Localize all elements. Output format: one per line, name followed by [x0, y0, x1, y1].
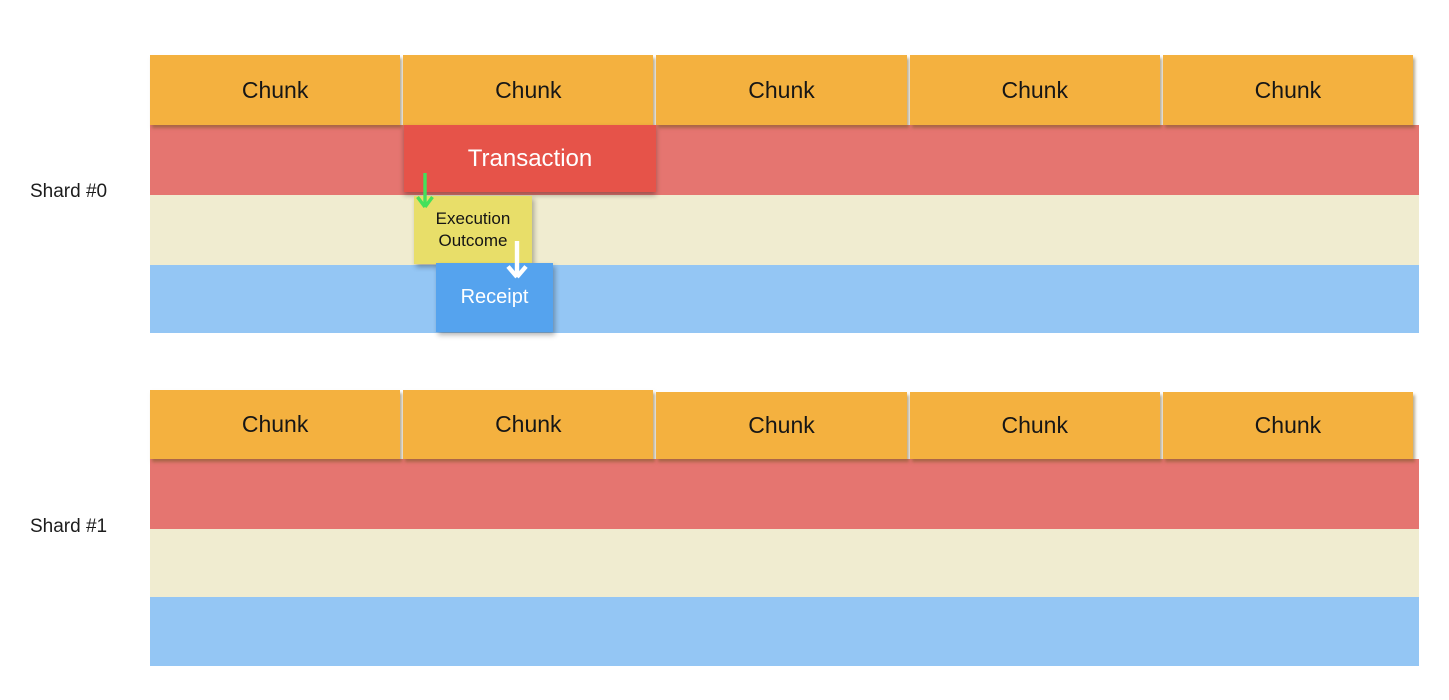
chunk-label: Chunk — [495, 76, 562, 103]
chunk-box: Chunk — [150, 55, 401, 125]
chunk-box: Chunk — [403, 390, 654, 459]
shard-1-label: Shard #1 — [30, 516, 108, 537]
execution-outcome-label-line1: Execution — [435, 209, 511, 228]
transaction-label: Transaction — [467, 144, 593, 172]
receipt-label: Receipt — [460, 286, 529, 308]
chunk-box: Chunk — [1162, 55, 1414, 125]
chunk-box: Chunk — [656, 392, 907, 459]
shard-0-label: Shard #0 — [30, 181, 108, 202]
chunk-box: Chunk — [656, 55, 907, 125]
chunk-box: Chunk — [1162, 392, 1414, 459]
shard-0-outcome-band — [150, 195, 1419, 265]
chunk-label: Chunk — [748, 412, 815, 438]
transaction-box: Transaction — [404, 125, 656, 192]
chunk-label: Chunk — [1254, 76, 1322, 103]
outcome-to-receipt-arrow-icon — [506, 241, 528, 279]
shard-1-chunk-row: Chunk Chunk Chunk Chunk Chunk — [150, 390, 1414, 459]
chunk-label: Chunk — [1001, 76, 1068, 103]
execution-outcome-box: Execution Outcome — [414, 196, 532, 264]
chunk-label: Chunk — [1254, 412, 1322, 438]
shard-0-receipt-band — [150, 265, 1419, 333]
chunk-box: Chunk — [909, 55, 1160, 125]
shard-0-transaction-band — [150, 125, 1419, 195]
chunk-label: Chunk — [241, 76, 309, 103]
receipt-box: Receipt — [436, 263, 553, 332]
shard-1-outcome-band — [150, 529, 1419, 597]
chunk-label: Chunk — [495, 411, 562, 437]
shard-0-chunk-row: Chunk Chunk Chunk Chunk Chunk — [150, 55, 1414, 125]
chunk-label: Chunk — [748, 76, 815, 103]
chunk-box: Chunk — [150, 390, 401, 459]
execution-outcome-label-line2: Outcome — [438, 231, 508, 250]
shard-1-receipt-band — [150, 597, 1419, 666]
chunk-label: Chunk — [1001, 412, 1068, 438]
chunk-label: Chunk — [241, 411, 309, 437]
shard-1-transaction-band — [150, 459, 1419, 529]
transaction-to-outcome-arrow-icon — [416, 173, 434, 209]
chunk-box: Chunk — [909, 392, 1160, 459]
chunk-box: Chunk — [403, 55, 654, 125]
